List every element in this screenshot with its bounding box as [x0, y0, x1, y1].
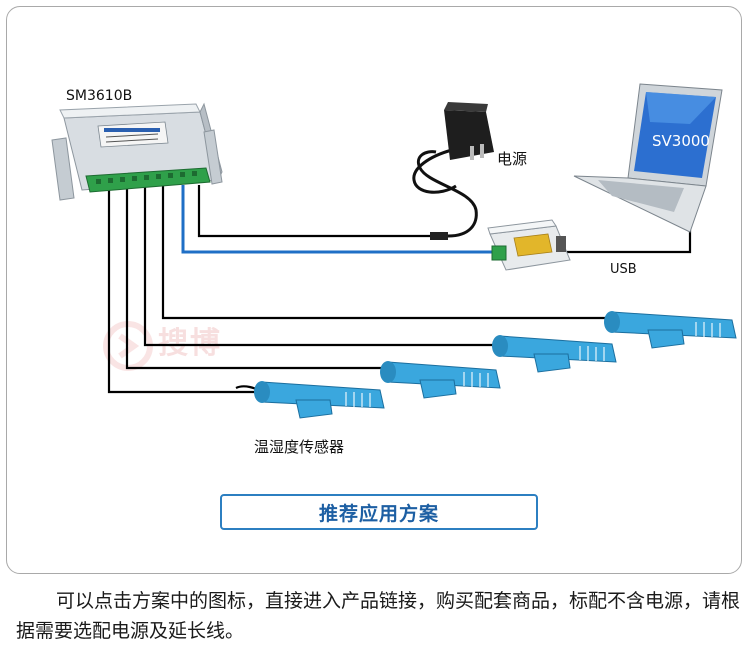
- usb-converter[interactable]: [487, 219, 571, 271]
- laptop-screen-label: SV3000: [652, 132, 710, 150]
- sensor-cable-4: [161, 185, 612, 320]
- sensor-cable-3: [143, 185, 500, 347]
- sensor-cable-2: [125, 185, 388, 370]
- power-adapter[interactable]: [412, 102, 494, 240]
- black-cables: [107, 185, 692, 394]
- usb-label: USB: [610, 262, 637, 277]
- sm3610b-device[interactable]: [51, 102, 223, 201]
- watermark-text: 搜博: [158, 326, 222, 361]
- wiring-diagram: [51, 83, 737, 419]
- device-label: SM3610B: [66, 88, 133, 104]
- sensor-4[interactable]: [604, 311, 737, 349]
- sensor-3[interactable]: [492, 335, 617, 373]
- power-label: 电源: [497, 150, 528, 168]
- sensor-label: 温湿度传感器: [254, 438, 345, 456]
- power-cable: [197, 185, 448, 238]
- sensor-1[interactable]: [235, 381, 385, 419]
- rs485-cable: [181, 185, 492, 254]
- laptop[interactable]: [573, 83, 723, 233]
- recommended-solution-button[interactable]: 推荐应用方案: [220, 494, 538, 530]
- sensor-cable-1: [107, 185, 262, 394]
- diagram-panel: [6, 6, 742, 574]
- purchase-note: 可以点击方案中的图标，直接进入产品链接，购买配套商品，标配不含电源，请根据需要选…: [16, 590, 741, 642]
- sensor-2[interactable]: [380, 361, 501, 399]
